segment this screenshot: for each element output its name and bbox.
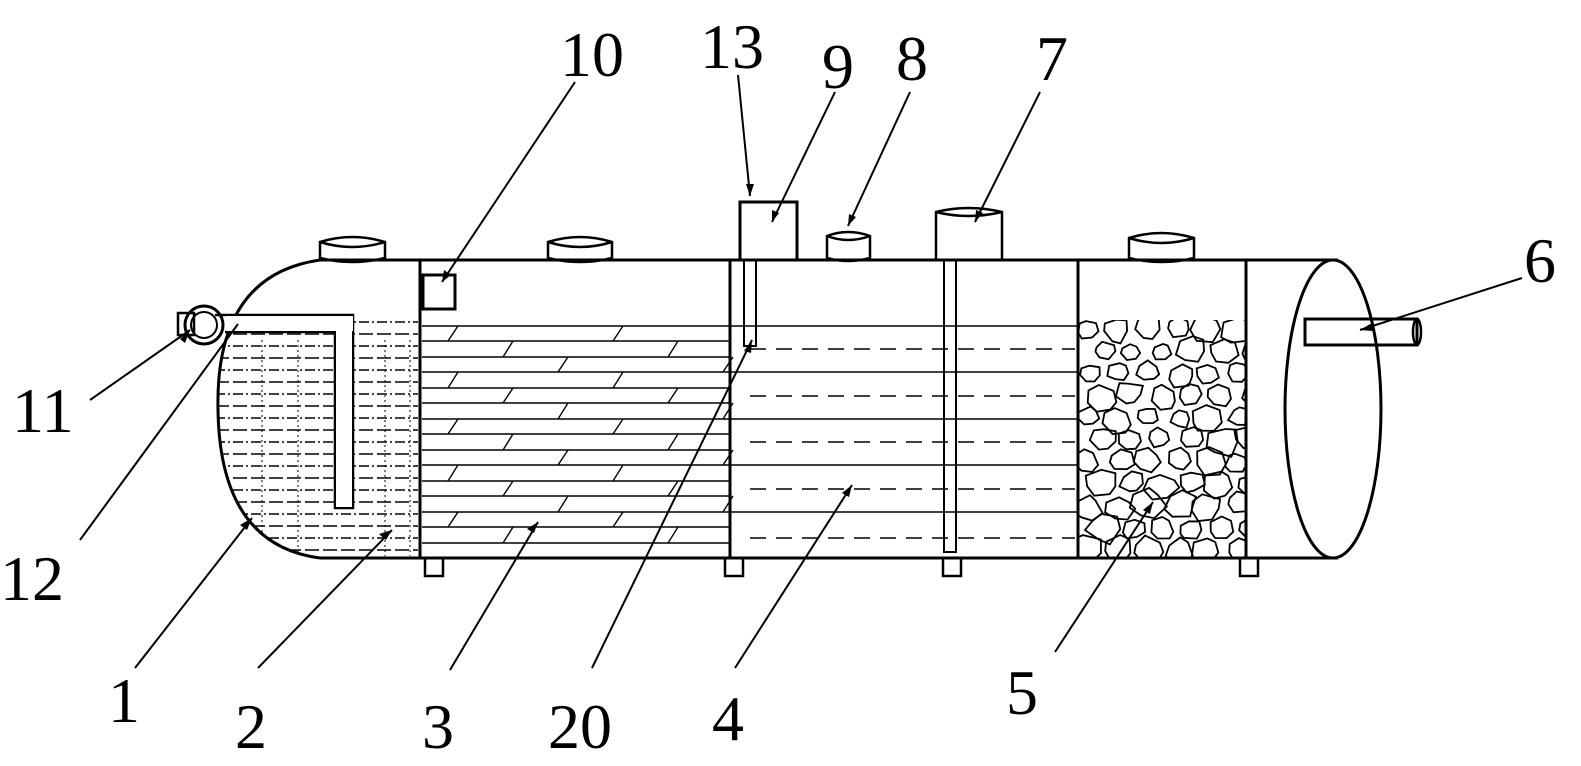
label-6: 6 [1524,225,1556,296]
drop-tubes [743,259,957,553]
baffle-chamber [422,325,734,544]
label-9: 9 [822,31,854,102]
label-2: 2 [235,691,267,762]
manhole-cover-3 [1127,231,1196,264]
label-20: 20 [548,691,612,762]
label-8: 8 [896,23,928,94]
aerator-box [738,200,799,262]
label-10: 10 [560,19,624,90]
part-labels: 1 2 3 20 4 5 6 7 8 9 13 10 11 12 [0,11,1556,762]
label-12: 12 [0,543,64,614]
label-1: 1 [108,665,140,736]
tank-right-end-ellipse [1283,258,1383,560]
first-chamber-hatching [217,321,418,556]
leader-lines [79,74,1523,671]
control-box [421,273,457,311]
label-4: 4 [712,683,744,754]
support-feet [423,556,1260,578]
tank-body [216,258,1383,560]
label-5: 5 [1006,657,1038,728]
arrowheads [180,184,1373,540]
riser-pipe [934,206,1004,262]
manhole-cover-2 [546,235,614,264]
filter-media [1078,320,1246,558]
vent-cap [825,230,872,263]
settling-chamber [731,325,1077,539]
label-7: 7 [1036,23,1068,94]
label-3: 3 [422,691,454,762]
outlet-pipe [1303,317,1423,347]
top-fittings [318,200,1196,264]
tank-left-end-cap [216,258,321,560]
label-13: 13 [700,11,764,82]
manhole-cover-1 [318,235,387,264]
label-11: 11 [12,375,74,446]
inlet-pipe [215,313,355,510]
